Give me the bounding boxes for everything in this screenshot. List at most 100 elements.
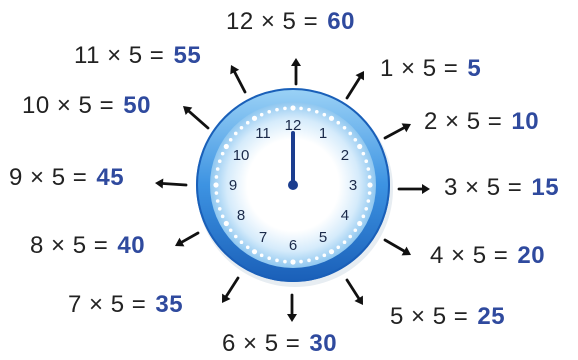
minute-dot: [260, 254, 264, 258]
minute-dot: [362, 152, 366, 156]
equation-6: 6 × 5 = 30: [222, 332, 337, 356]
minute-dot: [240, 240, 244, 244]
equation-result: 30: [309, 330, 337, 357]
clock-numeral-8: 8: [237, 207, 245, 224]
arrow-7: [226, 278, 238, 296]
equation-11: 11 × 5 = 55: [74, 44, 201, 68]
equation-expression: 8 × 5 =: [30, 232, 115, 259]
equation-result: 25: [477, 303, 505, 330]
minute-dot: [357, 144, 362, 149]
minute-dot: [224, 221, 229, 226]
minute-dot: [323, 113, 327, 117]
equation-2: 2 × 5 = 10: [424, 110, 539, 134]
minute-dot: [275, 108, 279, 112]
minute-dot: [218, 207, 222, 211]
minute-dot: [353, 228, 357, 232]
equation-7: 7 × 5 = 35: [68, 293, 183, 317]
arrow-1: [347, 78, 360, 98]
arrow-2: [385, 128, 404, 138]
equation-expression: 12 × 5 =: [226, 8, 325, 35]
minute-dot: [229, 228, 233, 232]
minute-dot: [348, 235, 352, 239]
equation-result: 40: [117, 232, 145, 259]
minute-dot: [246, 245, 250, 249]
equation-result: 5: [467, 55, 481, 82]
minute-dot: [357, 221, 362, 226]
arrowhead-9: [155, 179, 163, 189]
minute-dot: [307, 108, 311, 112]
minute-dot: [275, 259, 279, 263]
arrow-5: [347, 280, 359, 298]
minute-dot: [336, 245, 340, 249]
minute-dot: [368, 191, 372, 195]
minute-dot: [252, 249, 257, 254]
equation-8: 8 × 5 = 40: [30, 234, 145, 258]
minute-dot: [315, 110, 319, 114]
minute-dot: [252, 116, 257, 121]
minute-dot: [216, 167, 220, 171]
clock-numeral-9: 9: [229, 177, 237, 194]
minute-dot: [221, 215, 225, 219]
equation-expression: 10 × 5 =: [22, 92, 121, 119]
minute-dot: [267, 110, 271, 114]
equation-expression: 6 × 5 =: [222, 330, 307, 357]
minute-dot: [362, 215, 366, 219]
minute-dot: [216, 199, 220, 203]
equation-result: 20: [517, 242, 545, 269]
minute-dot: [299, 260, 303, 264]
minute-dot: [215, 175, 219, 179]
minute-dot: [367, 182, 372, 187]
arrowhead-6: [287, 314, 297, 322]
equation-expression: 11 × 5 =: [74, 42, 171, 69]
clock-numeral-4: 4: [341, 207, 349, 224]
minute-dot: [368, 175, 372, 179]
clock-numeral-10: 10: [233, 147, 250, 164]
minute-dot: [221, 152, 225, 156]
minute-dot: [218, 159, 222, 163]
minute-dot: [215, 191, 219, 195]
clock-hand-pivot: [288, 180, 298, 190]
minute-dot: [329, 249, 334, 254]
minute-dot: [367, 167, 371, 171]
arrow-4: [385, 240, 404, 251]
equation-result: 50: [123, 92, 151, 119]
minute-dot: [234, 235, 238, 239]
equation-4: 4 × 5 = 20: [430, 244, 545, 268]
equation-result: 10: [511, 108, 539, 135]
equation-result: 45: [96, 164, 124, 191]
minute-dot: [283, 260, 287, 264]
minute-dot: [364, 207, 368, 211]
minute-dot: [315, 256, 319, 260]
minute-dot: [329, 116, 334, 121]
equation-1: 1 × 5 = 5: [380, 57, 481, 81]
equation-result: 60: [327, 8, 355, 35]
equation-result: 15: [531, 174, 559, 201]
clock-numeral-7: 7: [259, 229, 267, 246]
clock-numeral-3: 3: [349, 177, 357, 194]
clock-numeral-6: 6: [289, 237, 297, 254]
equation-expression: 3 × 5 =: [444, 174, 529, 201]
minute-dot: [267, 256, 271, 260]
minute-dot: [343, 126, 347, 130]
minute-dot: [213, 182, 218, 187]
minute-dot: [234, 132, 238, 136]
minute-dot: [260, 113, 264, 117]
clock-numeral-5: 5: [319, 229, 327, 246]
minute-dot: [367, 199, 371, 203]
minute-dot: [229, 138, 233, 142]
equation-expression: 7 × 5 =: [68, 291, 153, 318]
minute-dot: [246, 121, 250, 125]
equation-3: 3 × 5 = 15: [444, 176, 559, 200]
minute-dot: [348, 132, 352, 136]
arrow-9: [163, 184, 186, 185]
minute-dot: [336, 121, 340, 125]
arrow-11: [235, 72, 245, 92]
minute-dot: [290, 105, 295, 110]
minute-dot: [307, 259, 311, 263]
equation-5: 5 × 5 = 25: [390, 305, 505, 329]
equation-expression: 4 × 5 =: [430, 242, 515, 269]
equation-expression: 2 × 5 =: [424, 108, 509, 135]
minute-dot: [290, 259, 295, 264]
minute-dot: [353, 138, 357, 142]
